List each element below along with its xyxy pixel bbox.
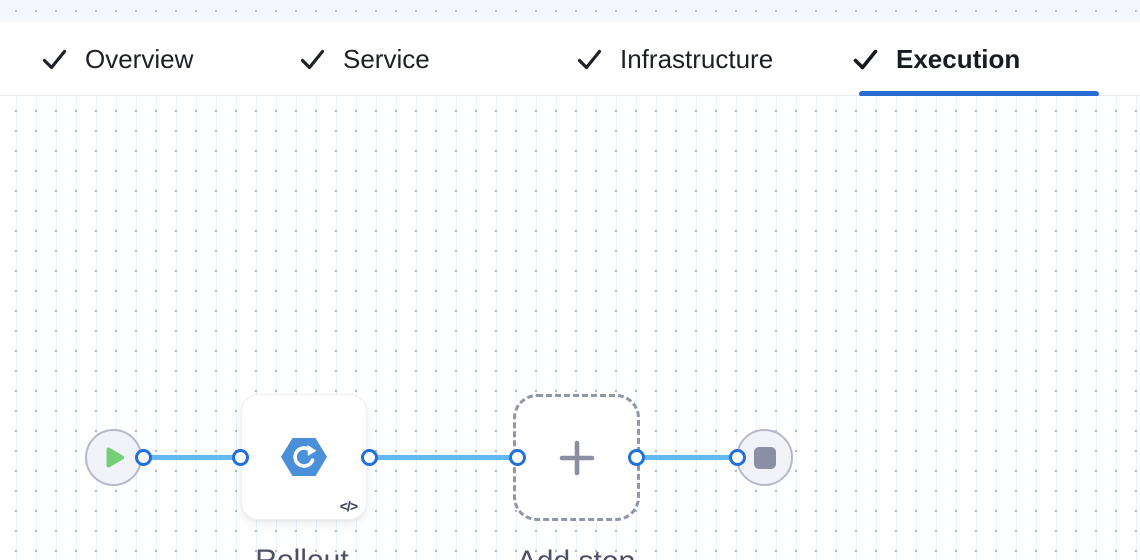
tab-infrastructure[interactable]: Infrastructure [577, 22, 773, 96]
check-icon [853, 49, 878, 69]
step-node-label: Rollout Deployment [182, 540, 422, 560]
tab-label: Overview [85, 43, 194, 74]
connector-port[interactable] [508, 448, 526, 466]
tab-overview[interactable]: Overview [42, 22, 193, 96]
stage-tab-bar: Overview Service Infrastructure Executio… [0, 22, 1140, 96]
connector-port[interactable] [134, 448, 152, 466]
canvas-top-strip [0, 0, 1140, 22]
check-icon [300, 49, 325, 69]
active-tab-underline [859, 91, 1099, 97]
connector-port[interactable] [728, 448, 746, 466]
connector-port[interactable] [627, 448, 645, 466]
connector-line [369, 455, 517, 460]
connector-port[interactable] [231, 448, 249, 466]
pipeline-start-node [85, 429, 142, 486]
pipeline-canvas[interactable]: </> Rollout Deployment Add step [0, 96, 1140, 560]
step-node-rollout-deployment[interactable]: </> [241, 394, 367, 520]
code-step-badge: </> [339, 498, 358, 514]
stop-icon [753, 446, 776, 469]
connector-port[interactable] [360, 448, 378, 466]
tab-label: Infrastructure [620, 43, 774, 74]
tab-label: Service [343, 43, 430, 74]
play-icon [106, 447, 124, 468]
tab-execution[interactable]: Execution [853, 22, 1020, 96]
connector-line [636, 455, 737, 460]
tab-service[interactable]: Service [300, 22, 430, 96]
check-icon [577, 49, 602, 69]
add-step-node[interactable] [513, 394, 640, 521]
connector-line [143, 455, 240, 460]
pipeline-end-node [736, 429, 793, 486]
plus-icon [559, 440, 594, 475]
rolling-deployment-icon [281, 438, 327, 476]
add-step-label: Add step [456, 541, 696, 560]
tab-label: Execution [896, 43, 1021, 74]
check-icon [42, 49, 67, 69]
